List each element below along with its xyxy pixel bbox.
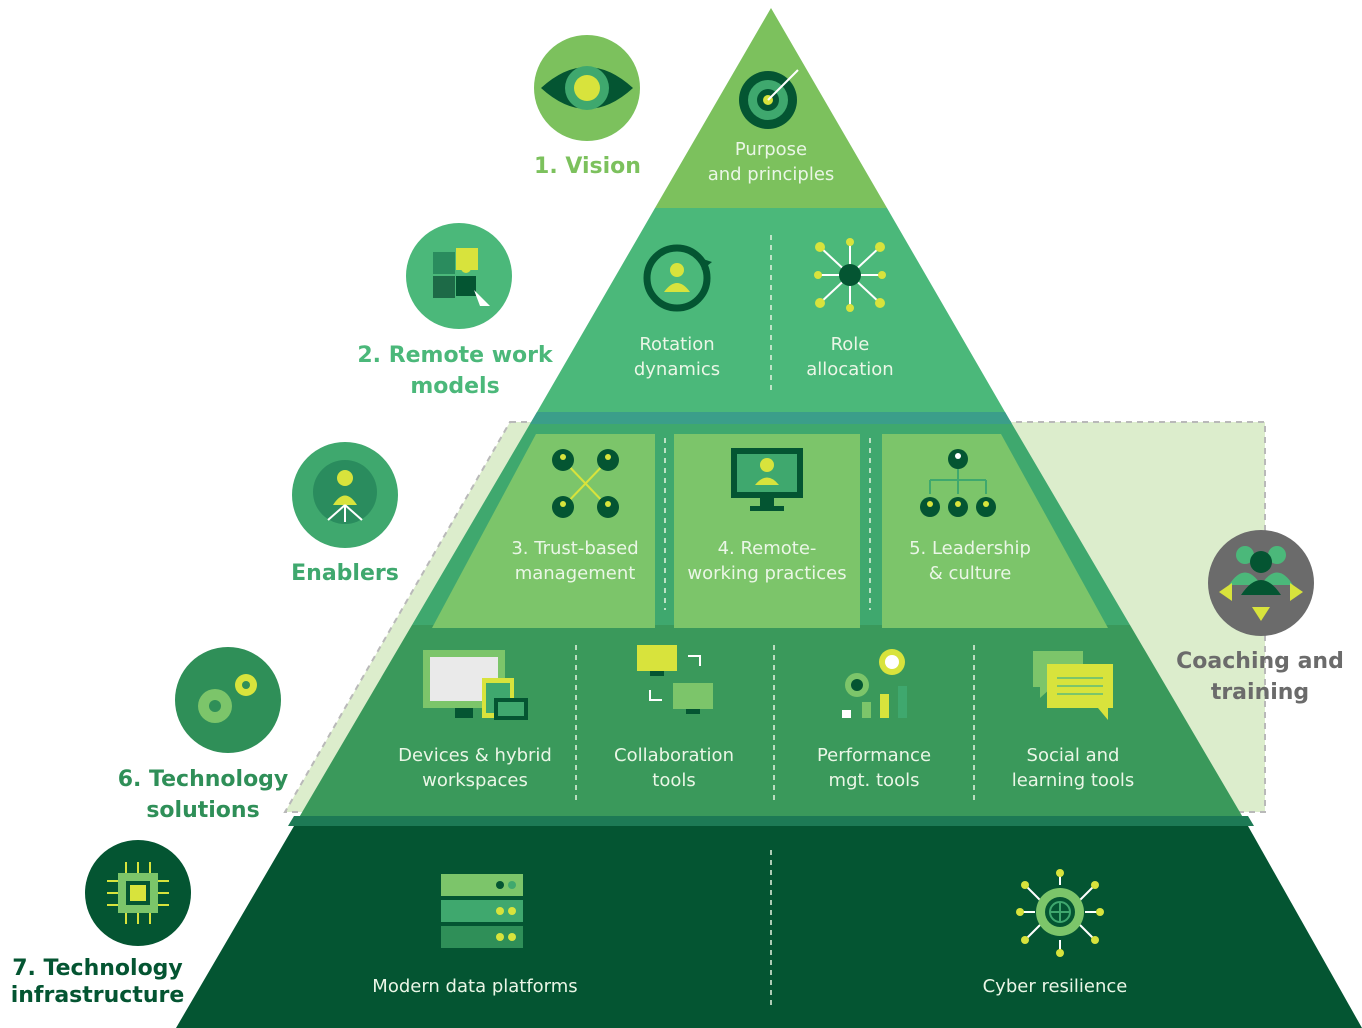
cell-cyber: Cyber resilience (982, 976, 1128, 997)
network-icon (814, 238, 886, 312)
puzzle-icon (406, 223, 512, 329)
target-icon (739, 69, 799, 129)
level-title-enablers: Enablers (291, 561, 399, 586)
chip-icon (85, 840, 191, 946)
servers-icon (441, 874, 523, 948)
tier-technology-solutions (294, 625, 1248, 826)
eye-icon (534, 35, 640, 141)
gears-icon (175, 647, 281, 753)
enabler-panel-trust (432, 434, 655, 628)
globe-circuit-icon (1016, 869, 1104, 957)
level-title-remote-work: 2. Remote work models (357, 343, 553, 399)
monitor-person-icon (731, 448, 803, 511)
group-arrows-icon (1208, 530, 1314, 636)
rotation-icon (643, 244, 712, 312)
level-title-vision: 1. Vision (534, 154, 641, 179)
cell-leadership: 5. Leadership& culture (909, 538, 1031, 584)
level-title-technology-solutions: 6. Technology solutions (117, 767, 289, 823)
dividers (575, 235, 975, 1005)
performance-chart-icon (842, 649, 907, 718)
chat-bubbles-icon (1033, 651, 1113, 720)
devices-icon (423, 650, 528, 720)
cell-data-platforms: Modern data platforms (372, 976, 578, 997)
enabler-panel-leadership (882, 434, 1108, 628)
gear-person-icon (292, 442, 398, 548)
coaching-title: Coaching and training (1176, 649, 1344, 705)
tier-technology-infrastructure (176, 826, 1362, 1028)
connections-icon (552, 449, 619, 518)
sync-screens-icon (637, 645, 713, 714)
level-title-technology-infrastructure: 7. Technology infrastructure (10, 956, 185, 1008)
hierarchy-icon (920, 449, 996, 517)
cell-practices: 4. Remote-working practices (687, 538, 847, 584)
